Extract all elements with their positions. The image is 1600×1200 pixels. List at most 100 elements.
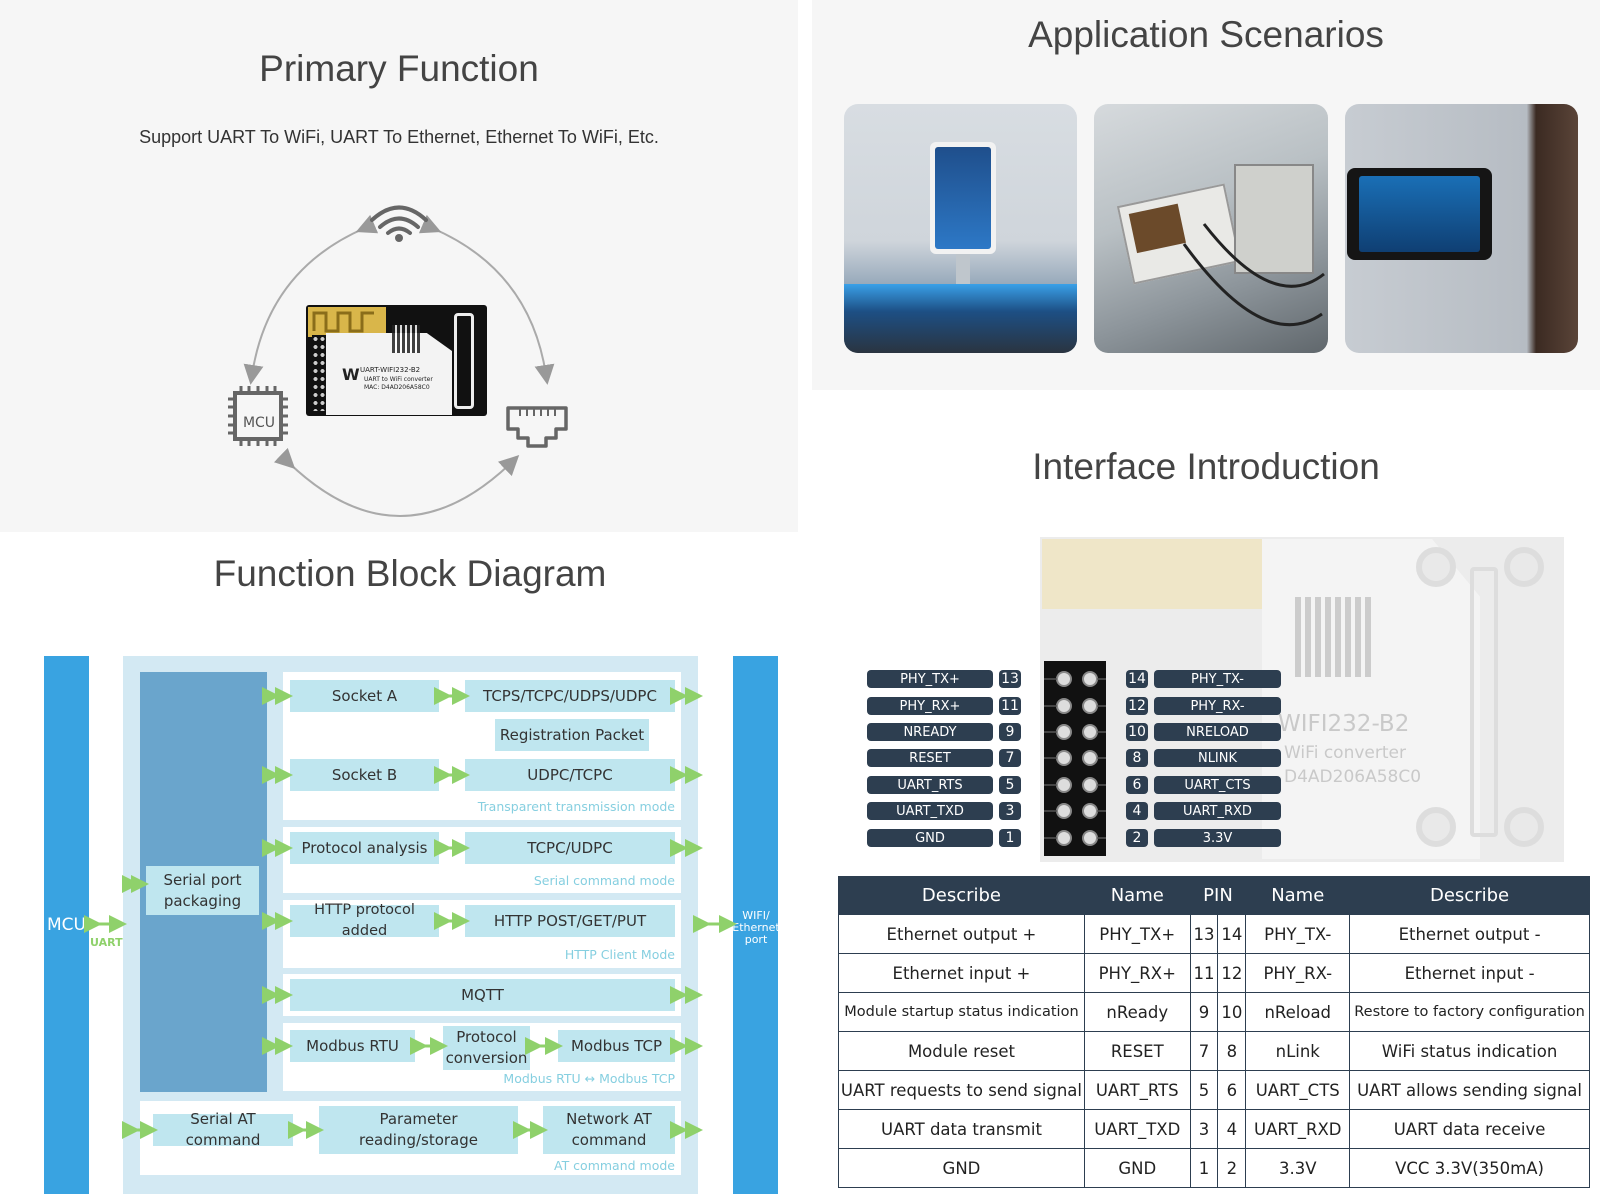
http-added-box: HTTP protocol added <box>290 902 439 939</box>
wifi-port-label-3: port <box>744 933 768 946</box>
mode-at: AT command mode <box>553 1158 675 1173</box>
board-mount-hole-1 <box>1416 547 1456 587</box>
lab-device <box>1234 164 1314 274</box>
module-brand-logo: W <box>342 365 360 384</box>
module-mount-strip <box>454 313 474 409</box>
cell-name-right: 3.3V <box>1245 1148 1351 1188</box>
socket-b-box: Socket B <box>290 759 439 791</box>
wifi-icon <box>370 205 428 235</box>
cell-name-left: PHY_TX+ <box>1083 914 1191 954</box>
pin-header-pins <box>1044 671 1106 846</box>
module-pin-header <box>312 335 326 411</box>
protocol-conversion-box: Protocol conversion <box>443 1026 530 1070</box>
cell-name-left: UART_TXD <box>1083 1109 1191 1149</box>
primary-function-subtitle: Support UART To WiFi, UART To Ethernet, … <box>139 127 659 147</box>
table-row: Module startup status indication nReady … <box>838 992 1590 1032</box>
scenario-photo-kiosk <box>844 104 1077 353</box>
cell-pin-left: 1 <box>1189 1148 1219 1188</box>
wifi-port-label-2: Ethernet <box>732 921 780 934</box>
cell-describe-right: UART allows sending signal <box>1349 1070 1590 1110</box>
cell-describe-left: Ethernet output + <box>838 914 1085 954</box>
modbus-tcp-box: Modbus TCP <box>558 1030 675 1062</box>
wifi-module-image: UART-WIFI232-B2 UART to WiFi converter M… <box>306 305 487 416</box>
header-describe-right: Describe <box>1349 876 1590 915</box>
cell-describe-left: UART data transmit <box>838 1109 1085 1149</box>
cell-describe-left: Ethernet input + <box>838 953 1085 993</box>
uart-label: UART <box>90 936 123 949</box>
cell-describe-right: Ethernet output - <box>1349 914 1590 954</box>
mode-http: HTTP Client Mode <box>564 947 675 962</box>
arc-wifi-eth <box>418 214 555 385</box>
cell-pin-right: 8 <box>1217 1031 1247 1071</box>
mcu-bar <box>44 656 89 1194</box>
module-desc: UART to WiFi converter <box>364 376 433 383</box>
mode-transparent: Transparent transmission mode <box>477 799 675 814</box>
table-row: Ethernet output + PHY_TX+ 13 14 PHY_TX- … <box>838 914 1590 954</box>
block-diagram: MCU UART Serial port packaging WIFI/ Eth… <box>44 656 780 1194</box>
primary-function-title: Primary Function <box>259 48 539 89</box>
module-model: UART-WIFI232-B2 <box>360 366 421 374</box>
udpc-box: UDPC/TCPC <box>465 759 675 791</box>
scenario-photo-lab <box>1094 104 1328 353</box>
cell-describe-left: Module reset <box>838 1031 1085 1071</box>
wifi-port-label-1: WIFI/ <box>742 909 770 922</box>
pin-label-right-4: NLINK <box>1154 749 1281 767</box>
cell-pin-right: 2 <box>1217 1148 1247 1188</box>
lab-cables <box>1182 223 1325 327</box>
primary-function-diagram <box>228 205 568 517</box>
cell-describe-right: VCC 3.3V(350mA) <box>1349 1148 1590 1188</box>
pin-num-left-6: 3 <box>999 802 1021 820</box>
module-mac: MAC: D4AD206A58C0 <box>364 384 430 391</box>
board-desc: WiFi converter <box>1284 743 1406 763</box>
kiosk-base <box>844 284 1077 353</box>
cell-pin-left: 13 <box>1189 914 1219 954</box>
mode-modbus: Modbus RTU ↔ Modbus TCP <box>503 1071 675 1086</box>
pin-label-left-1: PHY_TX+ <box>867 670 993 688</box>
cell-name-left: UART_RTS <box>1083 1070 1191 1110</box>
pin-label-left-4: RESET <box>867 749 993 767</box>
socket-a-box: Socket A <box>290 680 439 712</box>
table-row: GND GND 1 2 3.3V VCC 3.3V(350mA) <box>838 1148 1590 1188</box>
application-scenarios-panel: Application Scenarios <box>812 0 1600 390</box>
pin-num-right-4: 8 <box>1126 749 1148 767</box>
mcu-chip-label: MCU <box>242 415 276 431</box>
cell-name-right: nLink <box>1245 1031 1351 1071</box>
mode-serial: Serial command mode <box>533 873 675 888</box>
param-box: Parameter reading/storage <box>319 1106 518 1154</box>
cell-describe-left: GND <box>838 1148 1085 1188</box>
cell-pin-right: 10 <box>1217 992 1247 1032</box>
arc-mcu-eth <box>273 447 520 517</box>
board-mount-hole-4 <box>1504 807 1544 847</box>
table-row: UART requests to send signal UART_RTS 5 … <box>838 1070 1590 1110</box>
serial-at-box: Serial AT command <box>153 1110 293 1149</box>
interface-title: Interface Introduction <box>1032 446 1380 487</box>
application-scenarios-title: Application Scenarios <box>1028 14 1384 55</box>
block-diagram-title: Function Block Diagram <box>213 553 607 594</box>
cell-name-right: UART_CTS <box>1245 1070 1351 1110</box>
cell-describe-right: Restore to factory configuration <box>1349 992 1590 1032</box>
tcpc-udpc-box: TCPC/UDPC <box>465 832 675 864</box>
cell-pin-left: 11 <box>1189 953 1219 993</box>
pin-label-left-3: NREADY <box>867 723 993 741</box>
thermostat-screen <box>1359 176 1480 252</box>
cell-pin-right: 14 <box>1217 914 1247 954</box>
cell-name-left: PHY_RX+ <box>1083 953 1191 993</box>
pin-label-right-7: 3.3V <box>1154 829 1281 847</box>
kiosk-screen <box>930 142 996 254</box>
pin-label-right-1: PHY_TX- <box>1154 670 1281 688</box>
board-mac: D4AD206A58C0 <box>1284 767 1422 787</box>
cell-describe-right: WiFi status indication <box>1349 1031 1590 1071</box>
antenna-trace <box>312 311 374 333</box>
pin-label-left-5: UART_RTS <box>867 776 993 794</box>
mqtt-box: MQTT <box>290 979 675 1011</box>
pin-num-left-1: 13 <box>999 670 1021 688</box>
board-mount-hole-2 <box>1504 547 1544 587</box>
pin-num-right-2: 12 <box>1126 697 1148 715</box>
pin-label-left-6: UART_TXD <box>867 802 993 820</box>
pin-num-left-3: 9 <box>999 723 1021 741</box>
cell-name-right: PHY_TX- <box>1245 914 1351 954</box>
pin-num-right-1: 14 <box>1126 670 1148 688</box>
pin-label-right-6: UART_RXD <box>1154 802 1281 820</box>
cell-name-left: RESET <box>1083 1031 1191 1071</box>
table-row: Ethernet input + PHY_RX+ 11 12 PHY_RX- E… <box>838 953 1590 993</box>
